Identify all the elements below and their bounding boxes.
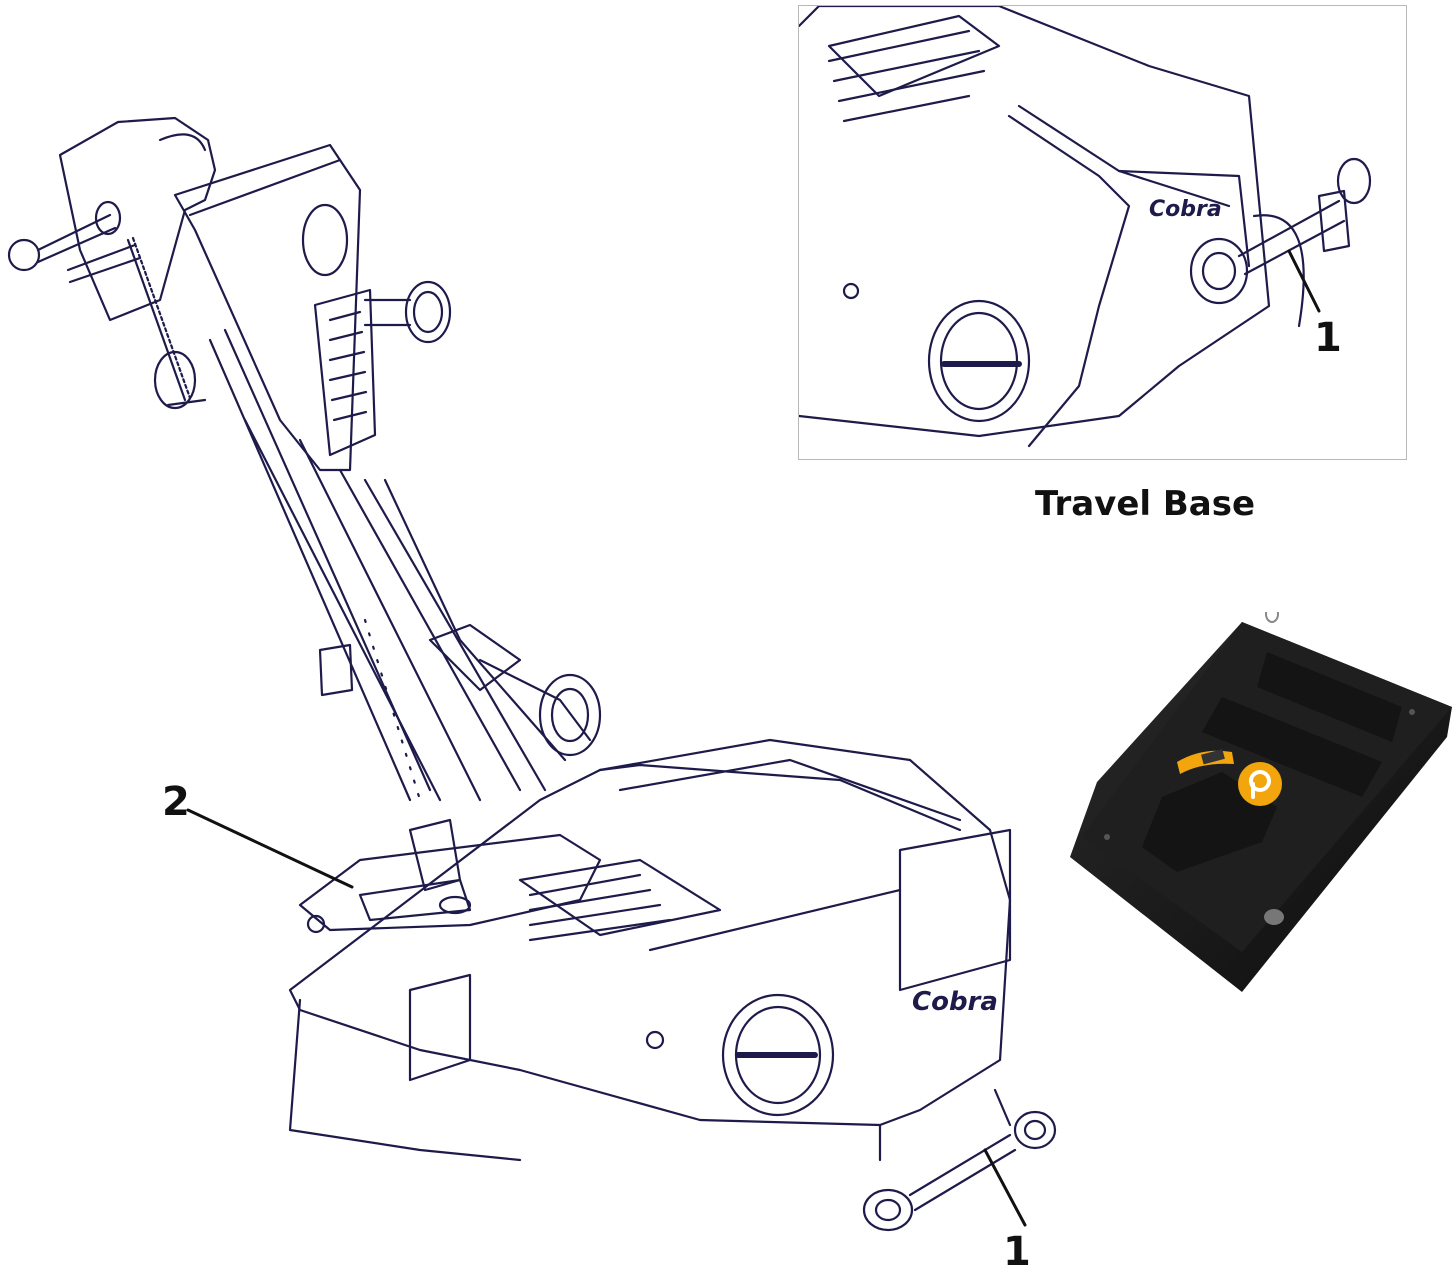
steering-column [173, 143, 602, 802]
logo-badge-icon [1238, 762, 1282, 806]
callout-2: 2 [162, 779, 190, 825]
svg-text:Cobra: Cobra [912, 987, 998, 1017]
inset-drawing: Cobra [799, 6, 1372, 448]
callout-1-inset: 1 [1314, 315, 1342, 361]
inset-detail-frame: Cobra 1 [798, 5, 1407, 460]
leader-line-2 [186, 808, 354, 889]
leader-line-1-main [983, 1148, 1027, 1227]
wheels [862, 1110, 1057, 1232]
callout-1-main: 1 [1003, 1229, 1031, 1275]
travel-base-caption: Travel Base [1035, 484, 1256, 524]
svg-text:Cobra: Cobra [1149, 197, 1222, 222]
base-plate [298, 818, 602, 934]
motor-housing: Cobra [288, 738, 1012, 1162]
travel-base-photo [1070, 612, 1452, 992]
handle-assembly [7, 116, 217, 410]
